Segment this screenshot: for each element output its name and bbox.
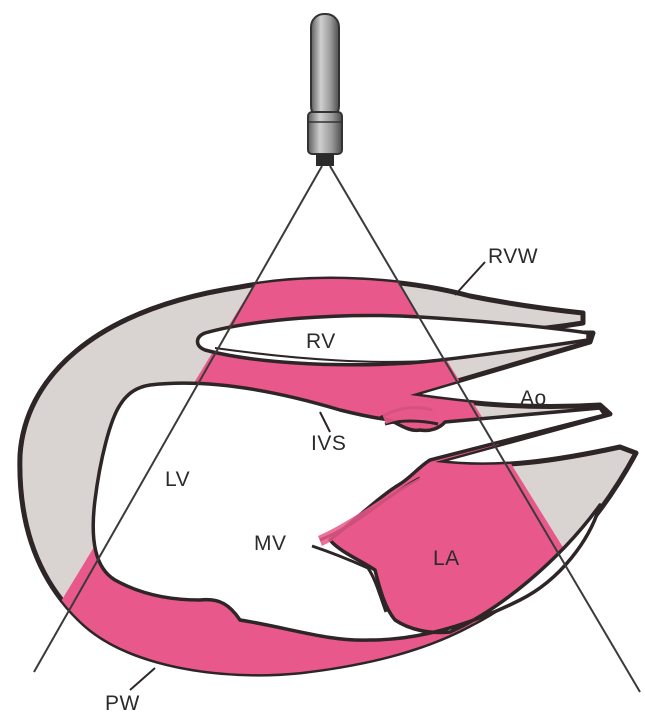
rvw-leader-line xyxy=(455,262,485,295)
ultrasound-transducer xyxy=(308,14,342,166)
label-pw: PW xyxy=(105,692,140,716)
label-mv: MV xyxy=(254,532,287,556)
pw-leader-line xyxy=(130,668,155,690)
label-ao: Ao xyxy=(520,387,547,411)
label-lv: LV xyxy=(165,468,190,492)
label-ivs: IVS xyxy=(311,432,346,456)
label-la: LA xyxy=(433,547,460,571)
label-rv: RV xyxy=(306,330,336,354)
label-rvw: RVW xyxy=(488,245,538,269)
